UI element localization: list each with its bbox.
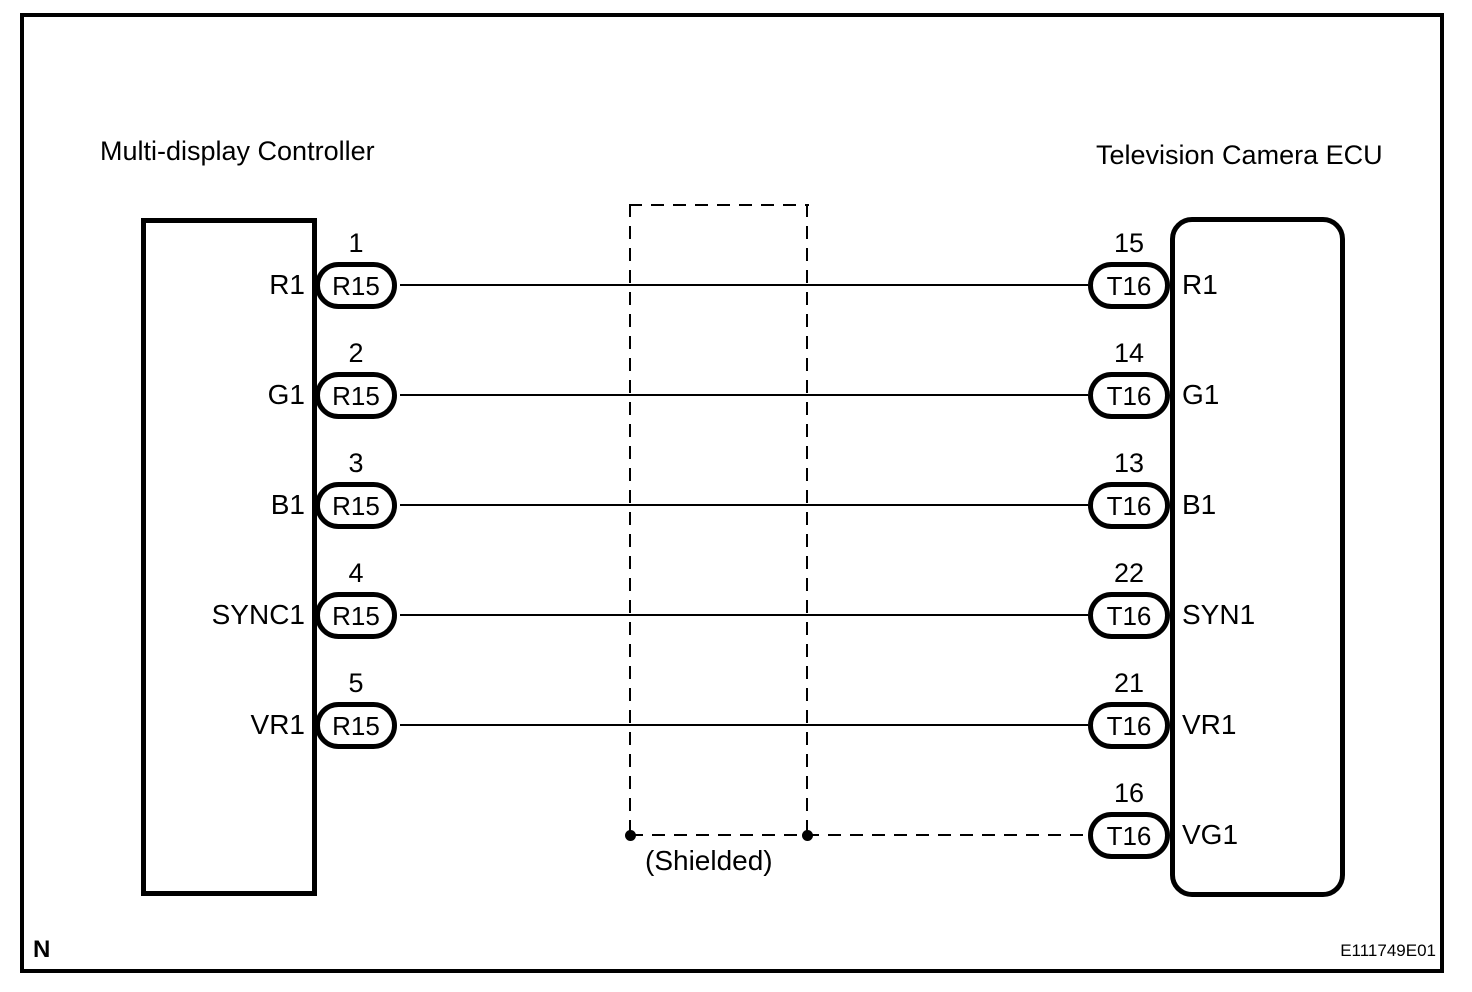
left-pin-number: 4	[348, 558, 364, 588]
right-pin-number: 21	[1113, 668, 1145, 698]
note-marker: N	[33, 936, 51, 963]
left-signal-label: G1	[267, 379, 305, 410]
shield-junction-dot	[625, 830, 636, 841]
left-signal-label: VR1	[250, 709, 305, 740]
diagram-border	[20, 13, 1444, 973]
right-pin-connector: T16	[1088, 372, 1170, 419]
left-signal-label: B1	[270, 489, 305, 520]
wire	[400, 284, 1088, 286]
wire	[400, 394, 1088, 396]
left-pin-number: 3	[348, 448, 364, 478]
right-pin-number: 14	[1113, 338, 1145, 368]
left-signal-label: R1	[269, 269, 305, 300]
right-pin-number: 13	[1113, 448, 1145, 478]
shield-junction-dot	[802, 830, 813, 841]
left-pin-number: 2	[348, 338, 364, 368]
shield-box-right-line	[806, 204, 808, 835]
right-pin-connector: T16	[1088, 262, 1170, 309]
right-signal-label: R1	[1182, 269, 1218, 300]
left-component-title: Multi-display Controller	[100, 136, 375, 166]
left-component-box	[141, 218, 317, 896]
left-pin-connector: R15	[315, 482, 397, 529]
right-signal-label: B1	[1182, 489, 1217, 520]
right-signal-label: VR1	[1182, 709, 1237, 740]
right-signal-label: G1	[1182, 379, 1220, 410]
left-signal-label: SYNC1	[211, 599, 305, 630]
shield-label: (Shielded)	[645, 845, 773, 876]
shield-wire	[630, 834, 1088, 836]
figure-id: E111749E01	[1340, 941, 1436, 960]
right-pin-number: 22	[1113, 558, 1145, 588]
right-component-title: Television Camera ECU	[1096, 140, 1383, 170]
right-pin-number: 15	[1113, 228, 1145, 258]
left-pin-connector: R15	[315, 702, 397, 749]
right-component-box	[1170, 217, 1345, 897]
right-pin-number: 16	[1113, 778, 1145, 808]
right-pin-connector: T16	[1088, 592, 1170, 639]
left-pin-number: 1	[348, 228, 364, 258]
right-pin-connector: T16	[1088, 702, 1170, 749]
wire	[400, 724, 1088, 726]
right-pin-connector: T16	[1088, 482, 1170, 529]
right-pin-connector: T16	[1088, 812, 1170, 859]
right-signal-label: SYN1	[1182, 599, 1256, 630]
right-signal-label: VG1	[1182, 819, 1239, 850]
wire	[400, 504, 1088, 506]
wire	[400, 614, 1088, 616]
shield-box-top-line	[629, 204, 809, 206]
left-pin-connector: R15	[315, 262, 397, 309]
left-pin-connector: R15	[315, 592, 397, 639]
shield-box-left-line	[629, 204, 631, 835]
left-pin-connector: R15	[315, 372, 397, 419]
left-pin-number: 5	[348, 668, 364, 698]
